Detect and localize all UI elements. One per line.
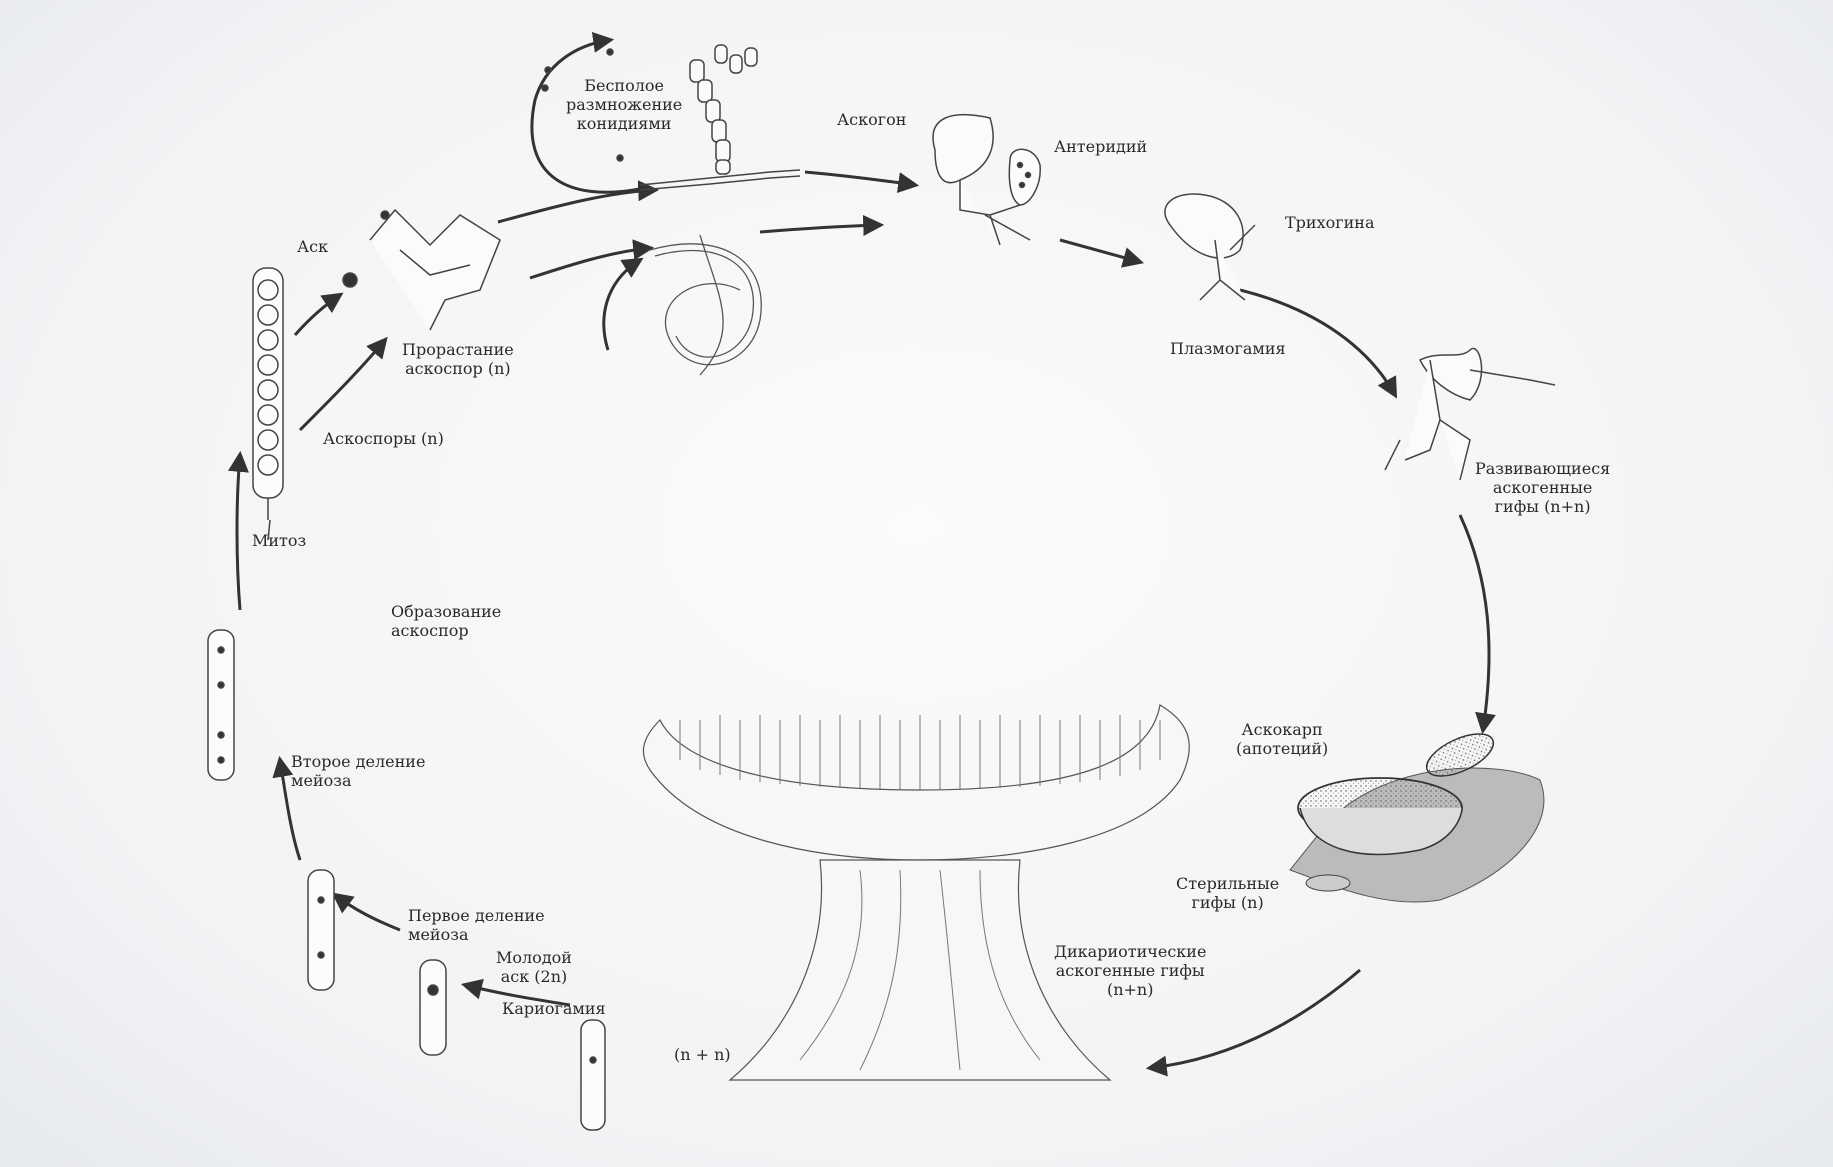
label-young-ascus-line2: аск (2n) <box>496 967 572 986</box>
label-ascocarp-line2: (апотеций) <box>1236 739 1328 758</box>
apothecium-section <box>643 705 1189 1080</box>
arrow-to-ascocarp <box>1460 515 1489 730</box>
label-developing-hyphae-line1: Развивающиеся <box>1475 459 1610 478</box>
label-developing-hyphae-line2: аскогенные <box>1475 478 1610 497</box>
label-asexual-line3: конидиями <box>566 114 682 133</box>
label-second-division: Второе деление мейоза <box>291 752 425 790</box>
label-dikaryotic-hyphae-line1: Дикариотические <box>1054 942 1206 961</box>
arrow-to-trichogyne <box>1060 240 1140 262</box>
label-plasmogamy: Плазмогамия <box>1170 339 1286 358</box>
trichogyne-group <box>1165 194 1255 300</box>
label-sterile-hyphae: Стерильные гифы (n) <box>1176 874 1279 912</box>
arrow-to-ascogon <box>805 172 915 185</box>
label-ascocarp: Аскокарп (апотеций) <box>1236 720 1328 758</box>
arrow-germination-to-conidia <box>498 190 655 222</box>
arrow-mycelium-to-ascogon <box>760 225 880 232</box>
arrow-to-first-division <box>335 895 400 930</box>
mycelium-loop <box>650 235 761 375</box>
label-ascogon: Аскогон <box>837 110 906 129</box>
label-first-division-line2: мейоза <box>408 925 545 944</box>
label-second-division-line1: Второе деление <box>291 752 425 771</box>
label-developing-hyphae: Развивающиеся аскогенные гифы (n+n) <box>1475 459 1610 516</box>
ascogon-antheridium-group <box>933 115 1040 245</box>
label-young-ascus-line1: Молодой <box>496 948 572 967</box>
label-spore-formation: Образование аскоспор <box>391 602 501 640</box>
label-sterile-hyphae-line1: Стерильные <box>1176 874 1279 893</box>
label-germination-line2: аскоспор (n) <box>402 359 514 378</box>
label-asexual-reproduction: Бесполое размножение конидиями <box>566 76 682 133</box>
label-ascus: Аск <box>297 237 328 256</box>
label-second-division-line2: мейоза <box>291 771 425 790</box>
label-dikaryotic-hyphae: Дикариотические аскогенные гифы (n+n) <box>1054 942 1206 999</box>
label-dikaryotic-hyphae-line2: аскогенные гифы <box>1054 961 1206 980</box>
arrow-mycelium-loop <box>604 260 640 350</box>
arrow-germination-to-mycelium <box>530 248 650 278</box>
label-ascocarp-line1: Аскокарп <box>1236 720 1328 739</box>
label-karyogamy: Кариогамия <box>502 999 606 1018</box>
label-germination: Прорастание аскоспор (n) <box>402 340 514 378</box>
arrow-ascus-to-spore <box>295 295 340 335</box>
label-first-division: Первое деление мейоза <box>408 906 545 944</box>
label-antheridium: Антеридий <box>1054 137 1147 156</box>
label-spore-formation-line1: Образование <box>391 602 501 621</box>
label-mitosis: Митоз <box>252 531 306 550</box>
arrow-spores-to-germination <box>300 340 385 430</box>
label-trichogyne: Трихогина <box>1285 213 1374 232</box>
label-spore-formation-line2: аскоспор <box>391 621 501 640</box>
label-nn: (n + n) <box>674 1045 731 1064</box>
label-asexual-line2: размножение <box>566 95 682 114</box>
label-developing-hyphae-line3: гифы (n+n) <box>1475 497 1610 516</box>
label-dikaryotic-hyphae-line3: (n+n) <box>1054 980 1206 999</box>
germinating-spores <box>343 210 500 330</box>
label-young-ascus: Молодой аск (2n) <box>496 948 572 986</box>
label-first-division-line1: Первое деление <box>408 906 545 925</box>
arrow-to-mitosis <box>237 455 240 610</box>
label-asexual-line1: Бесполое <box>566 76 682 95</box>
label-sterile-hyphae-line2: гифы (n) <box>1176 893 1279 912</box>
label-germination-line1: Прорастание <box>402 340 514 359</box>
label-ascospores: Аскоспоры (n) <box>323 429 444 448</box>
